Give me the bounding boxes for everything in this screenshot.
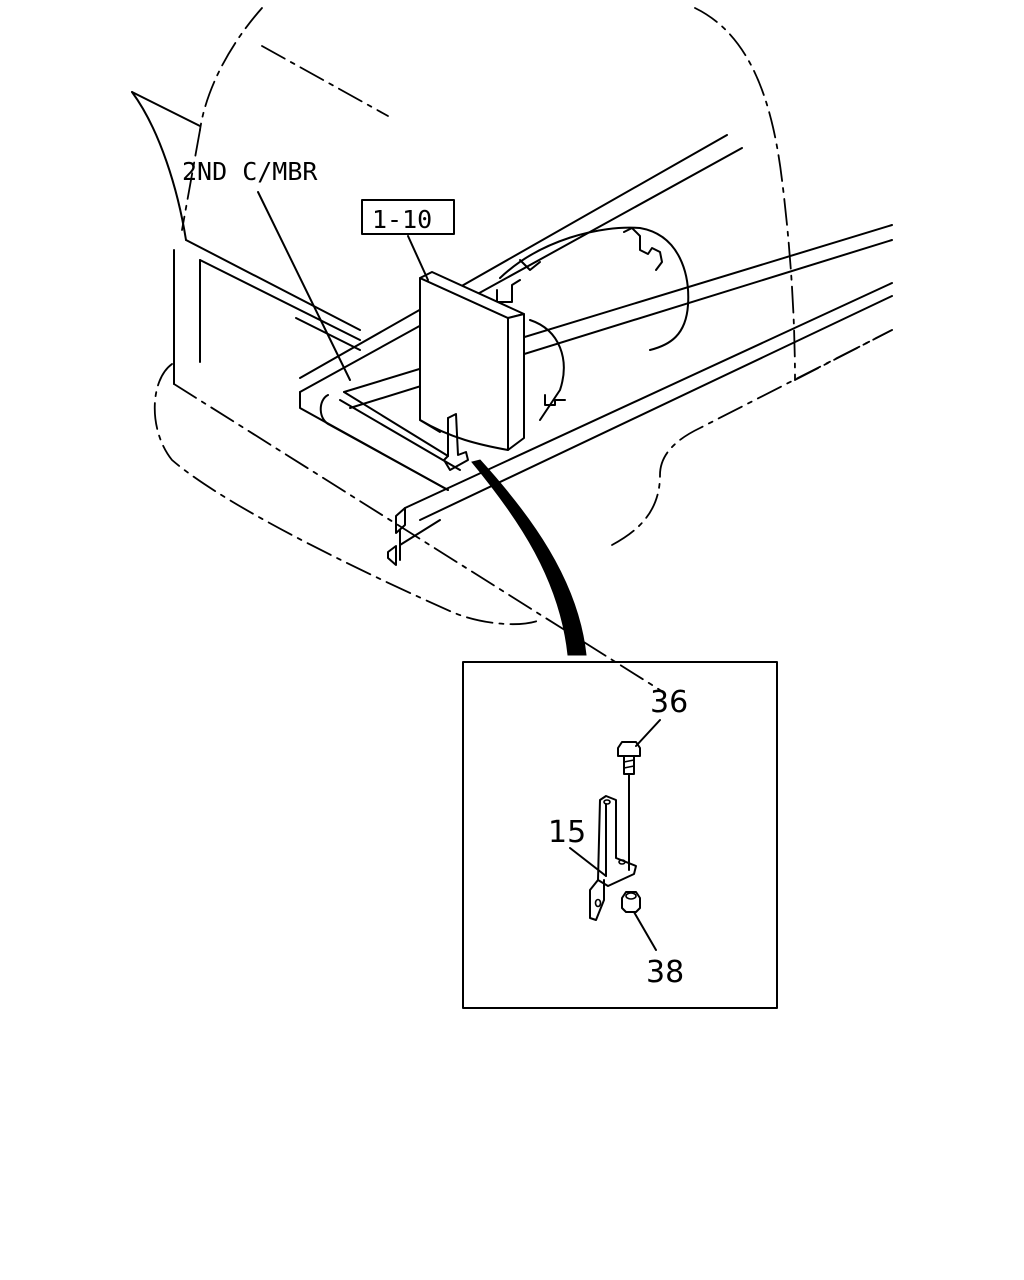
bracket-part bbox=[589, 795, 637, 921]
box-component bbox=[419, 271, 525, 451]
member-leader-line bbox=[257, 191, 351, 381]
bracket-location bbox=[443, 413, 469, 471]
reference-leader-line bbox=[407, 235, 429, 281]
callout-38-leader bbox=[633, 911, 657, 951]
cylinder-unit bbox=[496, 226, 690, 421]
reference-label: 1-10 bbox=[372, 205, 432, 234]
vehicle-body-outline bbox=[153, 7, 893, 691]
callout-36: 36 bbox=[650, 685, 688, 720]
bolt-part bbox=[617, 741, 641, 871]
callout-38: 38 bbox=[646, 955, 684, 990]
callout-15: 15 bbox=[548, 815, 586, 850]
detail-inset-frame bbox=[462, 661, 778, 1009]
detail-pointer bbox=[471, 459, 587, 656]
nut-part bbox=[621, 891, 641, 913]
callout-36-leader bbox=[635, 719, 661, 747]
callout-15-leader bbox=[569, 847, 607, 877]
member-label: 2ND C/MBR bbox=[182, 157, 318, 186]
reference-box bbox=[361, 199, 455, 235]
